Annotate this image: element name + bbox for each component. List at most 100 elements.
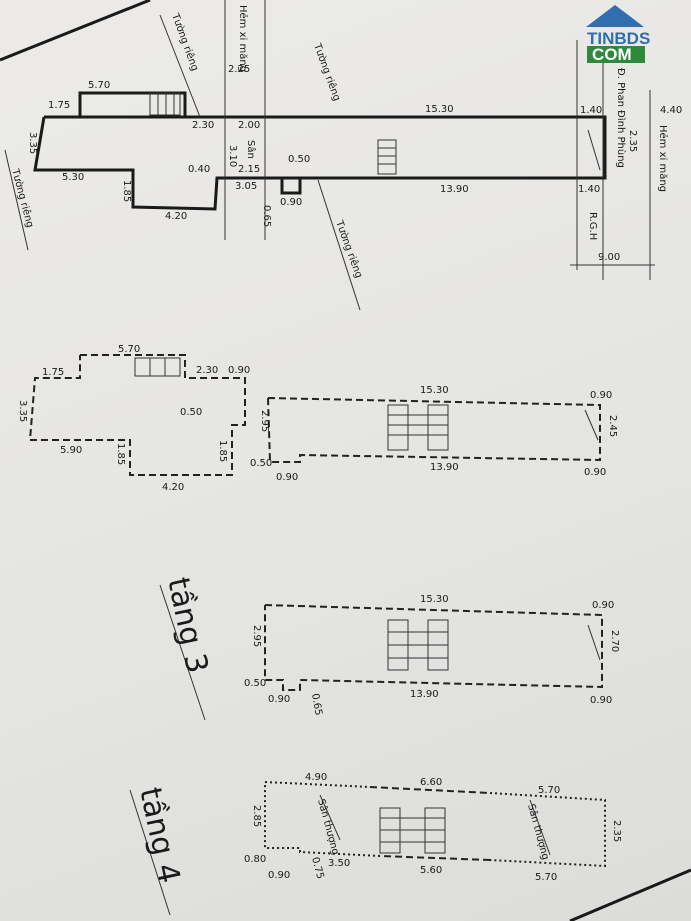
door-mark (584, 409, 599, 441)
floor3-title: tầng 3 (160, 574, 214, 676)
dim-label: 3.35 (27, 132, 38, 154)
dim-label: 5.70 (88, 80, 110, 91)
logo-text-line2: COM (592, 45, 632, 64)
dim-label: 0.50 (288, 154, 310, 165)
paper-edge (569, 868, 691, 921)
dim-label: 1.85 (121, 180, 132, 202)
stairs-icon (134, 357, 449, 451)
floor1-notch (280, 178, 302, 195)
tinbds-logo: TINBDS COM (586, 5, 650, 64)
paper-edge (0, 0, 151, 62)
alley-note: Hẻm xi măng (237, 5, 249, 72)
dim-label: 0.90 (280, 197, 302, 208)
dim-label: 1.85 (115, 443, 126, 465)
dim-label: 13.90 (430, 462, 459, 473)
stairs-icon (379, 807, 446, 854)
dim-label: 13.90 (440, 184, 469, 195)
dim-label: 1.75 (48, 100, 70, 111)
logo-text-line1: TINBDS (587, 29, 650, 48)
terrace-note: Sân thượng (525, 803, 551, 862)
dim-label: 0.90 (228, 365, 250, 376)
dim-label: 2.15 (238, 164, 260, 175)
dim-label: 1.75 (42, 367, 64, 378)
boundary-line (317, 179, 361, 311)
dim-label: 0.80 (244, 854, 266, 865)
dim-label: 6.60 (420, 777, 442, 788)
dim-label: 2.35 (611, 820, 622, 842)
dim-label: 2.95 (251, 625, 262, 647)
dim-label: 2.00 (238, 120, 260, 131)
dim-label: 0.40 (188, 164, 210, 175)
dim-label: 3.05 (235, 181, 257, 192)
dim-label: 15.30 (420, 594, 449, 605)
floor4-outline (264, 782, 381, 857)
dim-label: 0.90 (592, 600, 614, 611)
dim-label: 4.20 (162, 482, 184, 493)
dim-label: 0.90 (268, 870, 290, 881)
dim-label: 1.40 (580, 105, 602, 116)
dim-label: 9.00 (598, 252, 620, 263)
hatch-line (529, 799, 551, 856)
house-roof-icon (586, 5, 644, 27)
dim-label: 2.25 (228, 64, 250, 75)
road-note: Đ. Phan Đình Phùng (615, 68, 627, 168)
dim-label: 2.30 (192, 120, 214, 131)
floor4-outline (369, 786, 491, 794)
wall-note: Tường riêng (311, 41, 343, 103)
dim-label: 0.50 (180, 407, 202, 418)
wall-note: Tường riêng (169, 11, 201, 73)
dim-label: 5.70 (118, 344, 140, 355)
dim-label: 0.90 (276, 472, 298, 483)
dim-label: 0.50 (250, 458, 272, 469)
dim-label: 5.60 (420, 865, 442, 876)
door-mark (587, 624, 601, 661)
yard-note: Sân (245, 140, 257, 159)
dim-label: 2.45 (607, 415, 618, 437)
dim-label: 5.70 (535, 872, 557, 883)
logo-com-background (587, 46, 645, 63)
dim-label: 0.90 (590, 695, 612, 706)
floor4-outline (379, 855, 491, 861)
wall-note: Tường riêng (9, 167, 36, 229)
dim-label: 4.40 (660, 105, 682, 116)
dim-label: 13.90 (410, 689, 439, 700)
title-underline (159, 584, 206, 721)
floor3-outline (264, 604, 603, 691)
floor4-plan: 4.90 6.60 5.70 2.85 2.35 0.80 0.90 0.75 … (129, 772, 622, 916)
dim-label: 3.10 (227, 145, 238, 167)
floor4-title: tầng 4 (132, 784, 186, 886)
floor1-rear-bump (78, 91, 187, 117)
title-underline (129, 789, 171, 916)
boundary-line (159, 14, 201, 118)
dim-label: 0.65 (309, 693, 324, 717)
dim-label: 0.90 (590, 390, 612, 401)
dim-label: 0.50 (244, 678, 266, 689)
dim-label: 0.65 (261, 205, 272, 227)
floor1-plan: 5.70 1.75 3.35 5.30 1.85 4.20 2.30 2.00 … (4, 0, 682, 311)
dim-label: 0.75 (309, 856, 325, 880)
floor2-plan: 5.70 1.75 2.30 0.90 3.35 5.90 1.85 1.85 … (17, 344, 618, 493)
dim-label: 15.30 (425, 104, 454, 115)
dim-label: 2.95 (259, 410, 270, 432)
dim-label: 4.90 (305, 772, 327, 783)
stairs-icon (387, 619, 449, 671)
wall-note: Tường riêng (333, 218, 365, 280)
setback-note: R.G.H (587, 212, 598, 240)
street-note: Hẻm xi măng (657, 125, 669, 192)
dim-label: 5.70 (538, 785, 560, 796)
dim-label: 2.30 (196, 365, 218, 376)
dim-label: 5.30 (62, 172, 84, 183)
floor2-right-outline (267, 397, 601, 463)
door-mark (587, 129, 601, 171)
dim-label: 15.30 (420, 385, 449, 396)
dim-label: 5.90 (60, 445, 82, 456)
dim-label: 0.90 (268, 694, 290, 705)
boundary-line (4, 149, 29, 251)
terrace-note: Sân thượng (315, 798, 341, 857)
hatch-line (319, 794, 341, 841)
dim-label: 2.85 (251, 805, 262, 827)
stairs-icon (149, 92, 397, 175)
dim-label: 2.70 (609, 630, 620, 652)
dim-label: 2.35 (627, 130, 638, 152)
